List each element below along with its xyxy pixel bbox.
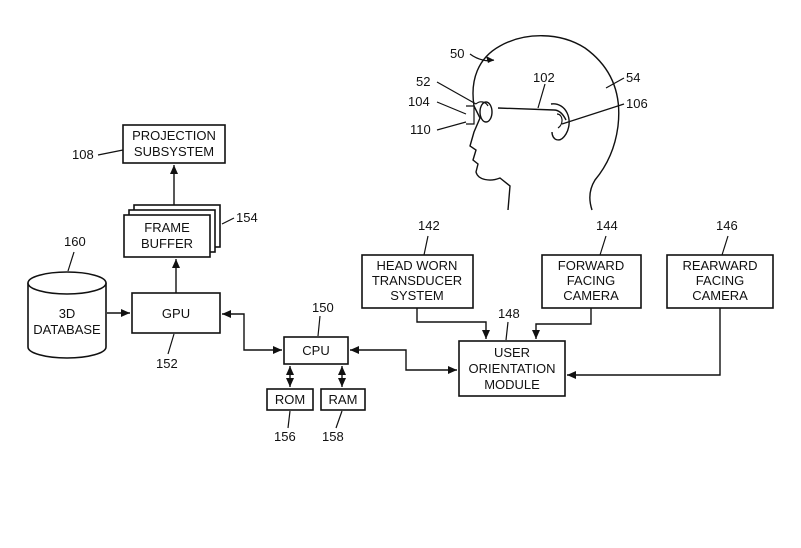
ref-speaker: 106 <box>626 96 648 111</box>
projection-subsystem-box: PROJECTION SUBSYSTEM <box>122 124 226 164</box>
ref-user: 50 <box>450 46 464 61</box>
uom-label-1: USER <box>494 345 530 360</box>
frame-buffer-label-1: FRAME <box>144 220 190 235</box>
database-label-2: DATABASE <box>33 322 101 337</box>
forward-camera-box: FORWARD FACING CAMERA <box>541 254 642 309</box>
ref-projection: 108 <box>72 147 94 162</box>
projection-label-1: PROJECTION <box>132 128 216 143</box>
frame-buffer-label-2: BUFFER <box>141 236 193 251</box>
rearward-camera-box: REARWARD FACING CAMERA <box>666 254 774 309</box>
ref-frame-buffer: 154 <box>236 210 258 225</box>
transducer-label-3: SYSTEM <box>390 288 443 303</box>
cpu-box: CPU <box>283 336 349 365</box>
ref-uom: 148 <box>498 306 520 321</box>
ref-database: 160 <box>64 234 86 249</box>
cpu-label: CPU <box>302 343 329 358</box>
ref-cpu: 150 <box>312 300 334 315</box>
gpu-label: GPU <box>162 306 190 321</box>
transducer-label-2: TRANSDUCER <box>372 273 462 288</box>
forward-label-3: CAMERA <box>563 288 619 303</box>
ref-lens: 104 <box>408 94 430 109</box>
uom-label-2: ORIENTATION <box>469 361 556 376</box>
projection-label-2: SUBSYSTEM <box>134 144 214 159</box>
rom-box: ROM <box>266 388 314 411</box>
user-orientation-module-box: USER ORIENTATION MODULE <box>458 340 566 397</box>
database-cylinder: 3D DATABASE <box>27 271 107 359</box>
ref-rearward: 146 <box>716 218 738 233</box>
rearward-label-1: REARWARD <box>682 258 757 273</box>
head-worn-frame <box>466 101 567 125</box>
head-worn-transducer-box: HEAD WORN TRANSDUCER SYSTEM <box>361 254 474 309</box>
database-label-1: 3D <box>59 306 76 321</box>
ref-frame: 52 <box>416 74 430 89</box>
ref-gpu: 152 <box>156 356 178 371</box>
ref-camera: 110 <box>410 122 431 137</box>
forward-label-2: FACING <box>567 273 615 288</box>
ref-display: 102 <box>533 70 555 85</box>
ram-label: RAM <box>329 392 358 407</box>
user-head-illustration <box>469 35 620 211</box>
ram-box: RAM <box>320 388 366 411</box>
gpu-box: GPU <box>131 292 221 334</box>
rearward-label-3: CAMERA <box>692 288 748 303</box>
rom-label: ROM <box>275 392 305 407</box>
ref-forward: 144 <box>596 218 618 233</box>
transducer-label-1: HEAD WORN <box>377 258 458 273</box>
ref-ram: 158 <box>322 429 344 444</box>
ref-transducer: 142 <box>418 218 440 233</box>
forward-label-1: FORWARD <box>558 258 624 273</box>
ref-rom: 156 <box>274 429 296 444</box>
ref-head: 54 <box>626 70 640 85</box>
rearward-label-2: FACING <box>696 273 744 288</box>
uom-label-3: MODULE <box>484 377 540 392</box>
connectors <box>107 165 721 387</box>
frame-buffer-stack: FRAME BUFFER <box>123 204 221 258</box>
